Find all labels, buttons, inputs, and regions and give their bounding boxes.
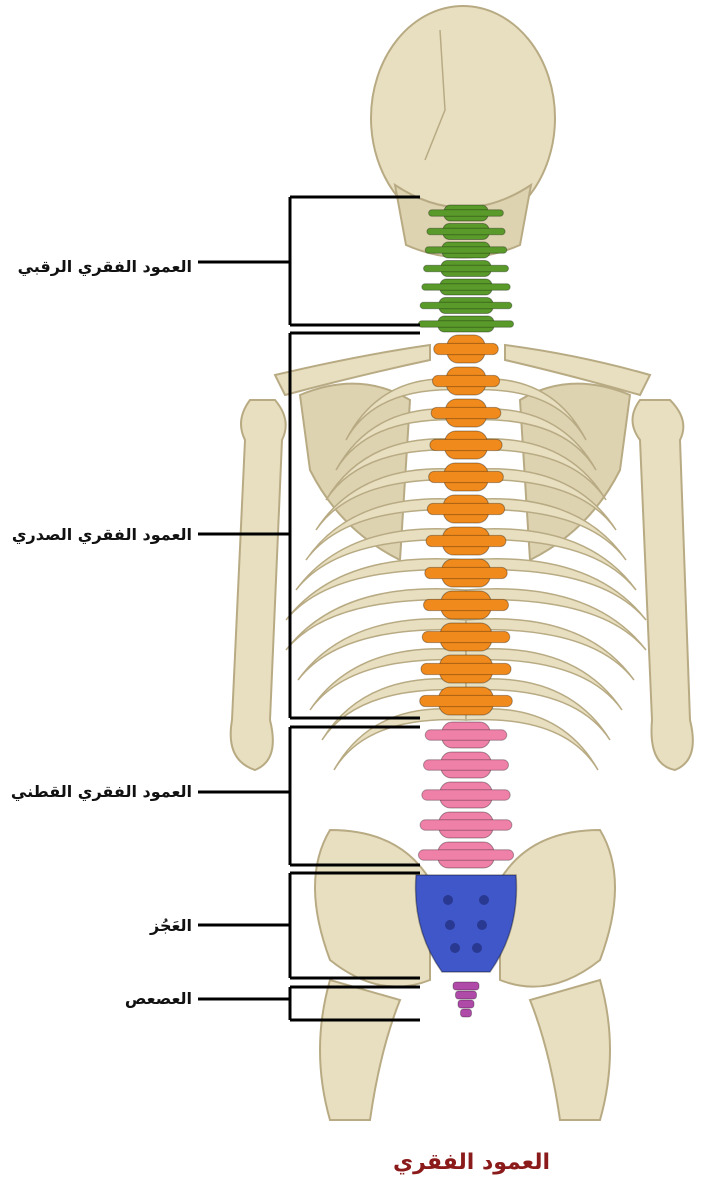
thoracic-vertebra <box>429 463 504 491</box>
coccyx-segment <box>453 982 479 990</box>
right-arm <box>633 400 693 770</box>
cervical-vertebra <box>420 298 512 314</box>
cervical-vertebra <box>422 279 510 295</box>
coccyx-segment <box>456 991 477 999</box>
lumbar-vertebra <box>418 842 513 868</box>
coccyx-segment <box>458 1000 474 1008</box>
lumbar-vertebra <box>424 752 509 778</box>
cervical-vertebra <box>424 261 509 277</box>
coccyx-segment <box>461 1009 472 1017</box>
lumbar-vertebra <box>425 722 507 748</box>
diagram-caption: العمود الفقري <box>393 1150 550 1175</box>
label-cervical: العمود الفقري الرقبي <box>18 257 192 276</box>
thoracic-vertebra <box>430 431 502 459</box>
label-coccyx: العصعص <box>125 989 192 1008</box>
cervical-vertebra <box>418 316 513 332</box>
sacral-foramen <box>445 920 455 930</box>
thoracic-vertebra <box>432 367 499 395</box>
lumbar-vertebra <box>422 782 510 808</box>
thoracic-vertebra <box>431 399 501 427</box>
sacral-foramen <box>479 895 489 905</box>
sacral-foramen <box>472 943 482 953</box>
sacral-foramen <box>443 895 453 905</box>
thoracic-vertebra <box>434 335 499 363</box>
left-arm <box>231 400 286 770</box>
lumbar-vertebra <box>420 812 512 838</box>
sacral-foramen <box>450 943 460 953</box>
vertebral-column <box>416 205 517 1017</box>
label-sacrum: العَجُز <box>150 916 192 935</box>
label-lumbar: العمود الفقري القطني <box>11 782 192 801</box>
label-thoracic: العمود الفقري الصدري <box>12 525 192 544</box>
sacral-foramen <box>477 920 487 930</box>
